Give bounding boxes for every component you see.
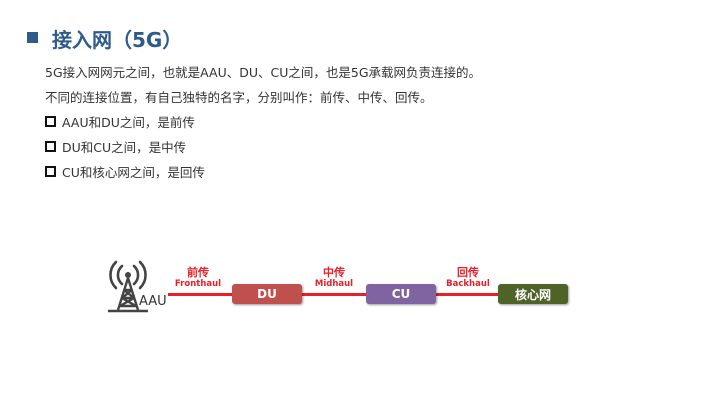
title-square-icon xyxy=(27,32,38,43)
antenna-tower-icon xyxy=(108,260,148,313)
bullet-item: DU和CU之间，是中传 xyxy=(45,137,186,156)
fronthaul-link xyxy=(168,293,232,296)
bullet-item: CU和核心网之间，是回传 xyxy=(45,162,205,181)
paragraph: 5G接入网网元之间，也就是AAU、DU、CU之间，也是5G承载网负责连接的。 xyxy=(45,65,482,80)
du-node: DU xyxy=(232,284,302,304)
midhaul-link xyxy=(302,293,366,296)
bullet-item: AAU和DU之间，是前传 xyxy=(45,112,195,131)
square-bullet-icon xyxy=(45,166,56,177)
paragraph: 不同的连接位置，有自己独特的名字，分别叫作：前传、中传、回传。 xyxy=(45,90,433,105)
aau-label: AAU xyxy=(139,294,167,309)
square-bullet-icon xyxy=(45,116,56,127)
midhaul-cn-label: 中传 xyxy=(323,266,345,279)
fronthaul-cn-label: 前传 xyxy=(187,266,209,279)
cu-node: CU xyxy=(366,284,436,304)
square-bullet-icon xyxy=(45,141,56,152)
bullet-text: CU和核心网之间，是回传 xyxy=(62,165,205,180)
bullet-text: DU和CU之间，是中传 xyxy=(62,140,187,155)
backhaul-en-label: Backhaul xyxy=(446,279,490,289)
fronthaul-en-label: Fronthaul xyxy=(174,279,222,289)
backhaul-cn-label: 回传 xyxy=(457,266,479,279)
bullet-text: AAU和DU之间，是前传 xyxy=(62,115,195,130)
backhaul-link xyxy=(436,293,498,296)
midhaul-en-label: Midhaul xyxy=(314,279,354,289)
core-network-node: 核心网 xyxy=(498,284,568,304)
page-title: 接入网（5G） xyxy=(52,28,183,52)
